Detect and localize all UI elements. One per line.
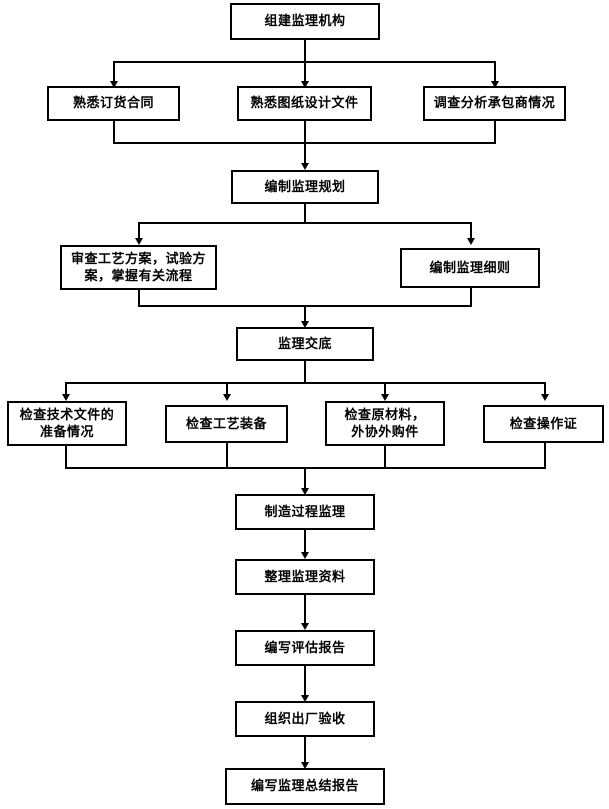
node-label: 检查操作证 [509, 416, 578, 432]
node-label-line2: 准备情况 [39, 424, 94, 440]
node-编写评估报告[interactable]: 编写评估报告 [235, 630, 375, 666]
node-label: 熟悉订货合同 [72, 96, 154, 111]
node-label: 组建监理机构 [264, 14, 346, 29]
arrowhead-n6 [135, 238, 143, 245]
connector-n8-n10 [226, 382, 228, 396]
connector-n4-down [494, 121, 496, 143]
node-组织出厂验收[interactable]: 组织出厂验收 [235, 701, 375, 737]
arrowhead-n10 [223, 394, 231, 401]
connector-n12-down [544, 443, 546, 468]
connector-n9-down [65, 446, 67, 468]
connector-bus-to-n13 [304, 467, 306, 491]
node-编写监理总结报告[interactable]: 编写监理总结报告 [225, 768, 385, 805]
node-检查原材料外协外购件[interactable]: 检查原材料， 外协外购件 [325, 401, 445, 446]
connector-n8-stem [304, 361, 306, 383]
node-制造过程监理[interactable]: 制造过程监理 [235, 494, 375, 530]
connector-bus-to-n5 [304, 142, 306, 166]
connector-split-bus-row6 [65, 382, 546, 384]
node-编制监理细则[interactable]: 编制监理细则 [400, 248, 540, 288]
arrowhead-n11 [381, 394, 389, 401]
arrowhead-n7 [467, 238, 475, 245]
connector-n1-n4 [494, 61, 496, 83]
connector-bus-to-n8 [304, 305, 306, 325]
arrowhead-n8 [301, 321, 309, 328]
node-检查工艺装备[interactable]: 检查工艺装备 [165, 405, 288, 443]
node-审查工艺方案[interactable]: 审查工艺方案，试验方 案，掌握有关流程 [60, 245, 217, 290]
node-label: 编写评估报告 [264, 640, 346, 656]
node-组建监理机构[interactable]: 组建监理机构 [230, 3, 380, 40]
arrowhead-n16 [301, 695, 309, 702]
arrowhead-n2 [110, 81, 118, 88]
connector-n3-down [304, 121, 306, 143]
node-label: 监理交底 [277, 336, 332, 352]
arrowhead-n17 [301, 762, 309, 769]
node-label: 整理监理资料 [264, 569, 346, 585]
arrowhead-n13 [301, 488, 309, 495]
node-检查操作证[interactable]: 检查操作证 [483, 405, 604, 443]
node-label-line2: 案，掌握有关流程 [84, 268, 193, 284]
connector-n6-down [138, 290, 140, 306]
node-label-line1: 检查原材料， [344, 407, 426, 423]
connector-n1-n3 [304, 61, 306, 83]
connector-n11-down [384, 446, 386, 468]
node-label: 检查工艺装备 [185, 416, 267, 432]
node-label: 组织出厂验收 [264, 711, 346, 727]
node-label-line1: 审查工艺方案，试验方 [70, 251, 206, 267]
node-label-line2: 外协外购件 [351, 424, 419, 440]
connector-n1-stem [304, 40, 306, 62]
connector-n5-n7 [470, 222, 472, 240]
connector-n10-down [226, 443, 228, 468]
connector-split-bus-row4 [138, 222, 472, 224]
arrowhead-n3 [301, 81, 309, 88]
node-监理交底[interactable]: 监理交底 [236, 327, 374, 361]
arrowhead-n15 [301, 623, 309, 630]
connector-n5-stem [304, 204, 306, 223]
node-label: 编制监理细则 [429, 260, 511, 276]
node-整理监理资料[interactable]: 整理监理资料 [235, 559, 375, 595]
arrowhead-n5 [301, 163, 309, 170]
connector-n8-n11 [384, 382, 386, 396]
arrowhead-n14 [301, 552, 309, 559]
node-编制监理规划[interactable]: 编制监理规划 [231, 170, 379, 204]
node-label: 调查分析承包商情况 [433, 96, 556, 111]
connector-n8-n12 [544, 382, 546, 396]
node-label: 制造过程监理 [264, 504, 346, 520]
connector-n14-n15 [304, 595, 306, 627]
node-调查分析承包商情况[interactable]: 调查分析承包商情况 [423, 86, 566, 121]
connector-n8-n9 [65, 382, 67, 396]
connector-n7-down [470, 288, 472, 306]
node-label: 编写监理总结报告 [250, 779, 359, 794]
arrowhead-n4 [491, 81, 499, 88]
connector-n1-n2 [113, 61, 115, 83]
arrowhead-n9 [62, 394, 70, 401]
connector-n13-n14 [304, 530, 306, 556]
connector-n15-n16 [304, 666, 306, 699]
node-检查技术文件的准备情况[interactable]: 检查技术文件的 准备情况 [7, 401, 127, 446]
arrowhead-n12 [541, 394, 549, 401]
node-label: 熟悉图纸设计文件 [250, 96, 359, 111]
connector-n2-down [113, 121, 115, 143]
node-label: 编制监理规划 [264, 179, 346, 195]
connector-n16-n17 [304, 737, 306, 766]
node-熟悉图纸设计文件[interactable]: 熟悉图纸设计文件 [237, 86, 372, 121]
node-熟悉订货合同[interactable]: 熟悉订货合同 [47, 86, 180, 121]
node-label-line1: 检查技术文件的 [19, 407, 115, 423]
connector-n5-n6 [138, 222, 140, 240]
